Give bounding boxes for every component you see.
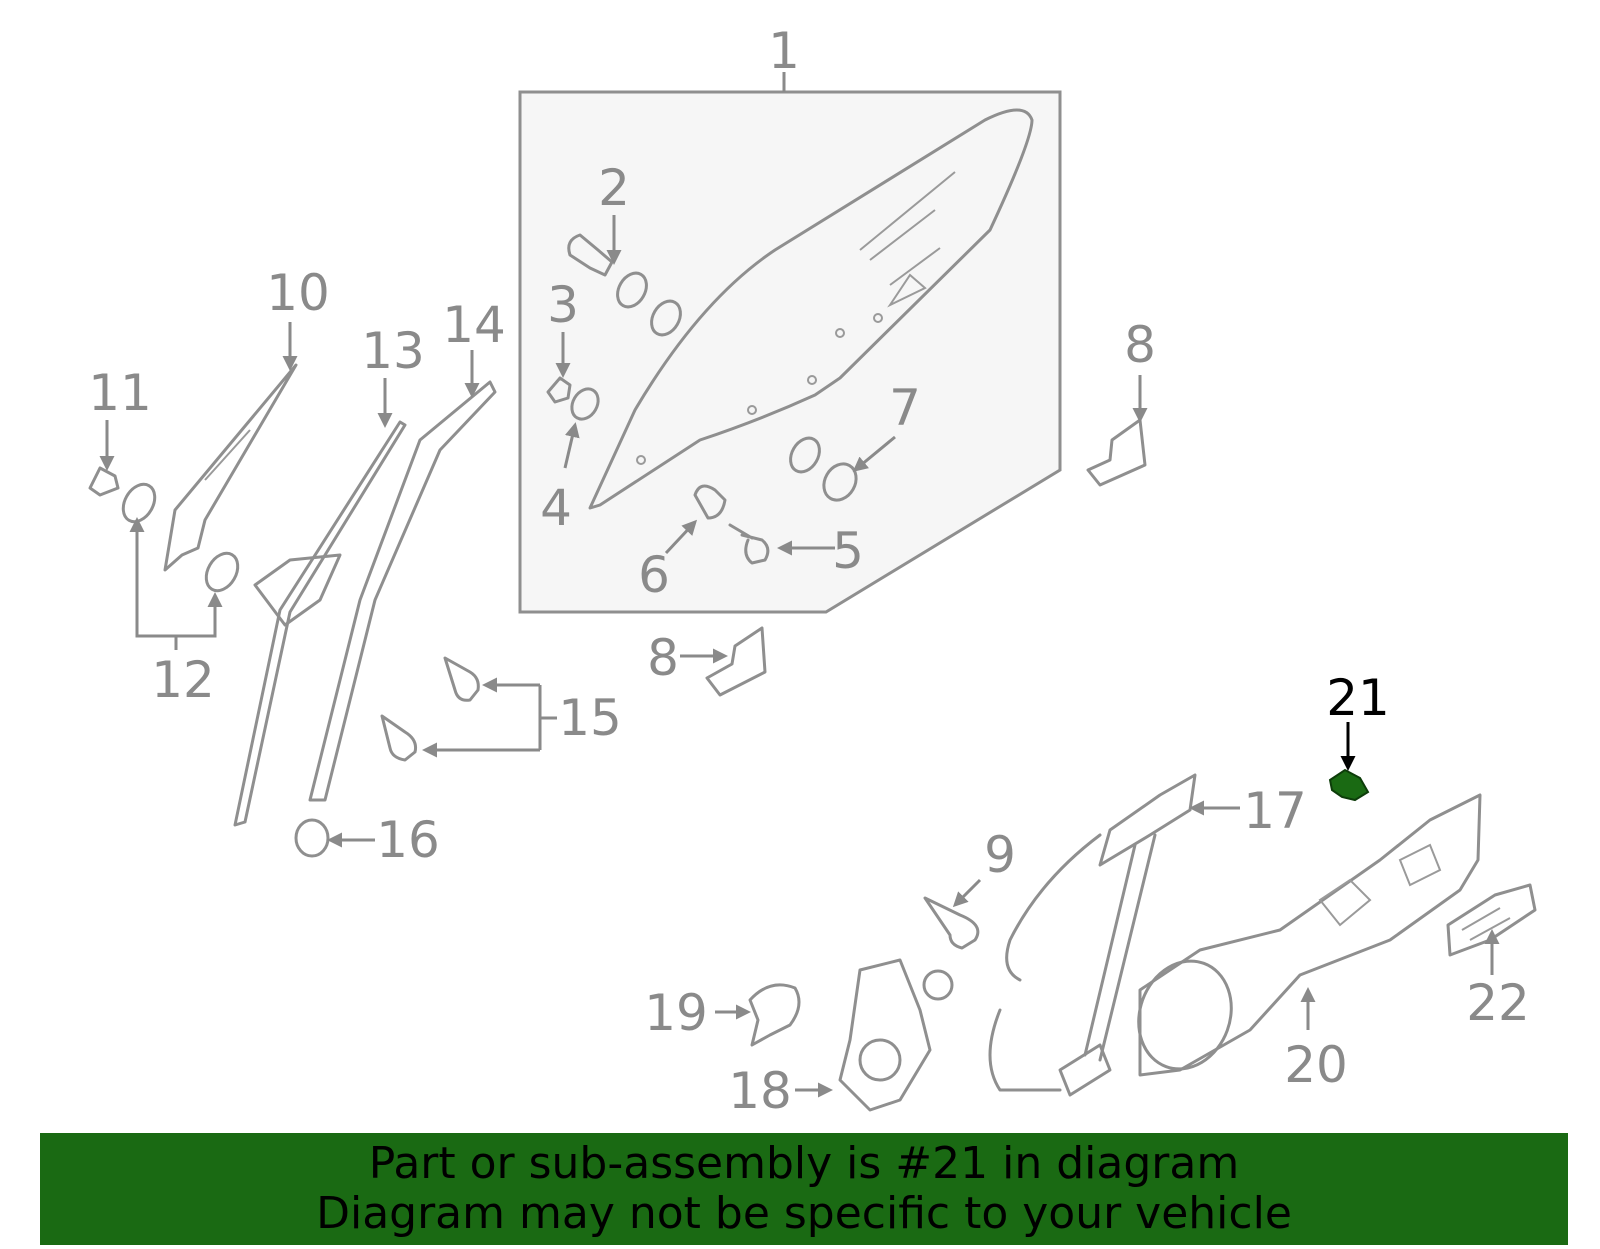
callout-21[interactable]: 21 — [1326, 669, 1390, 727]
leader-arrows — [99, 215, 1500, 1098]
lower-right-parts — [748, 773, 1537, 1112]
callout-5: 5 — [832, 522, 864, 580]
callout-11: 11 — [88, 364, 152, 422]
banner-line-2: Diagram may not be specific to your vehi… — [316, 1188, 1292, 1239]
callout-12: 12 — [151, 651, 215, 709]
callout-7: 7 — [889, 379, 921, 437]
callout-9: 9 — [984, 826, 1016, 884]
callout-19: 19 — [644, 984, 708, 1042]
callout-6: 6 — [638, 546, 670, 604]
callout-22: 22 — [1466, 974, 1530, 1032]
part-21-highlight[interactable] — [1328, 768, 1370, 802]
callout-18: 18 — [728, 1062, 792, 1120]
callout-3: 3 — [547, 276, 579, 334]
glass-assembly-box — [518, 72, 1062, 614]
left-parts — [88, 363, 497, 858]
callout-2: 2 — [598, 159, 630, 217]
callout-8b: 8 — [647, 629, 679, 687]
banner-line-1: Part or sub-assembly is #21 in diagram — [368, 1138, 1240, 1189]
callout-15: 15 — [558, 689, 622, 747]
callout-labels: 1 2 3 4 5 6 7 8 8 9 10 11 12 13 14 15 16… — [88, 22, 1530, 1120]
callout-17: 17 — [1243, 782, 1307, 840]
callout-1: 1 — [768, 22, 800, 80]
callout-4: 4 — [540, 479, 572, 537]
callout-8a: 8 — [1124, 316, 1156, 374]
callout-14: 14 — [442, 296, 506, 354]
callout-13: 13 — [361, 322, 425, 380]
callout-20: 20 — [1284, 1036, 1348, 1094]
callout-16: 16 — [376, 811, 440, 869]
info-banner: Part or sub-assembly is #21 in diagram D… — [40, 1133, 1568, 1245]
callout-10: 10 — [266, 264, 330, 322]
